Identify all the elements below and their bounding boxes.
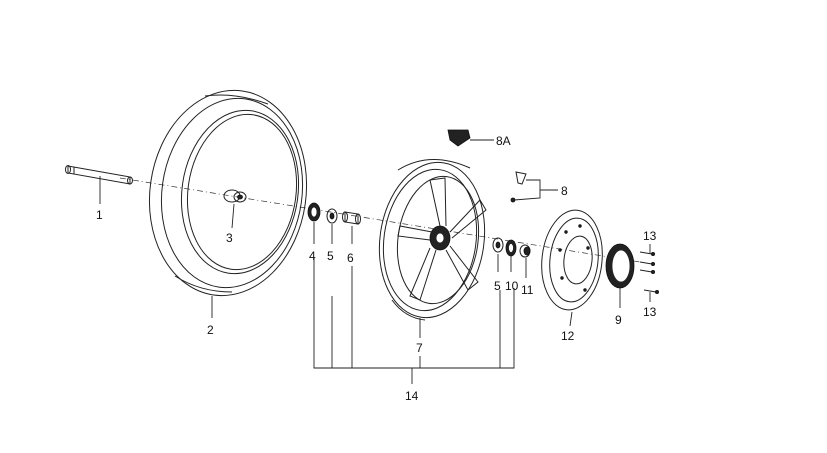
tpms-sensor [447, 129, 471, 147]
oil-seal-right [505, 239, 517, 257]
callout-5-left: 5 [327, 249, 334, 263]
callout-4: 4 [309, 249, 316, 263]
callout-9: 9 [615, 313, 622, 327]
brake-disc [541, 209, 603, 311]
callout-3: 3 [226, 231, 233, 245]
callout-14: 14 [405, 389, 419, 403]
callout-2: 2 [207, 323, 214, 337]
bearing-left [326, 208, 338, 224]
sensor-ring [605, 243, 635, 289]
spacer [223, 189, 247, 203]
callout-11: 11 [521, 283, 534, 297]
tire [148, 89, 308, 297]
callout-1: 1 [96, 208, 103, 222]
callout-12: 12 [561, 329, 575, 343]
oil-seal [307, 202, 321, 222]
valve [510, 171, 527, 203]
callout-13-top: 13 [643, 229, 657, 243]
bolts [639, 251, 660, 294]
callout-8a: 8A [496, 134, 511, 148]
callout-8: 8 [561, 184, 568, 198]
collar [342, 211, 361, 225]
axle [65, 165, 133, 185]
callout-10: 10 [505, 279, 519, 293]
callout-13-bottom: 13 [643, 305, 657, 319]
rim [378, 159, 487, 321]
leader-lines [99, 139, 651, 384]
bearing-right [492, 237, 504, 253]
collar-right [519, 244, 531, 258]
axis-centerline [119, 177, 641, 263]
callout-7: 7 [416, 341, 423, 355]
callout-5-right: 5 [494, 279, 501, 293]
callout-6: 6 [347, 251, 354, 265]
